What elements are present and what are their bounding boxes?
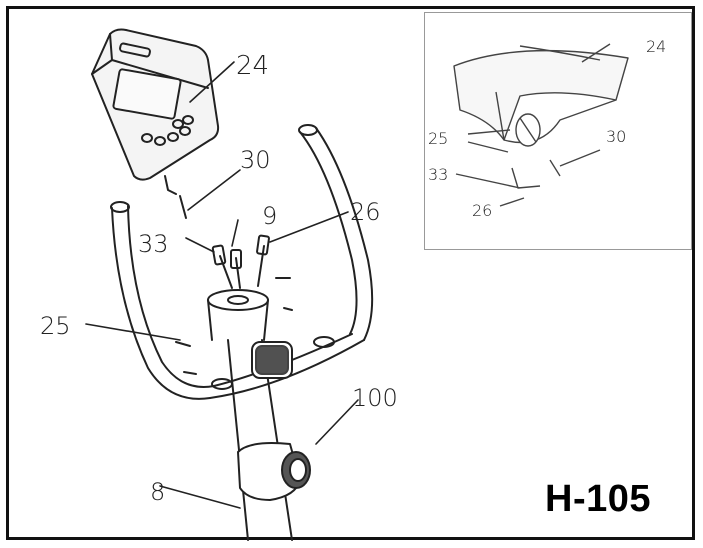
console-unit — [91, 28, 220, 195]
inset-label-33: 33 — [428, 165, 448, 184]
label-26: 26 — [350, 198, 381, 226]
inset-label-30: 30 — [606, 127, 626, 146]
label-9: 9 — [262, 202, 277, 230]
inset-label-25: 25 — [428, 129, 448, 148]
upright-post — [207, 289, 293, 541]
cable-bundle — [175, 195, 293, 375]
leader-lines — [85, 61, 359, 509]
label-25: 25 — [40, 312, 71, 340]
handlebar-assembly — [110, 124, 374, 400]
inset-label-26: 26 — [472, 201, 492, 220]
label-30: 30 — [240, 146, 271, 174]
label-100: 100 — [352, 384, 398, 412]
label-33: 33 — [138, 230, 169, 258]
tension-knob — [237, 442, 311, 501]
diagram-code: H-105 — [545, 478, 651, 520]
inset-console-rear — [453, 43, 629, 207]
inset-label-24: 24 — [646, 37, 666, 56]
label-24: 24 — [236, 51, 269, 81]
label-8: 8 — [150, 478, 165, 506]
